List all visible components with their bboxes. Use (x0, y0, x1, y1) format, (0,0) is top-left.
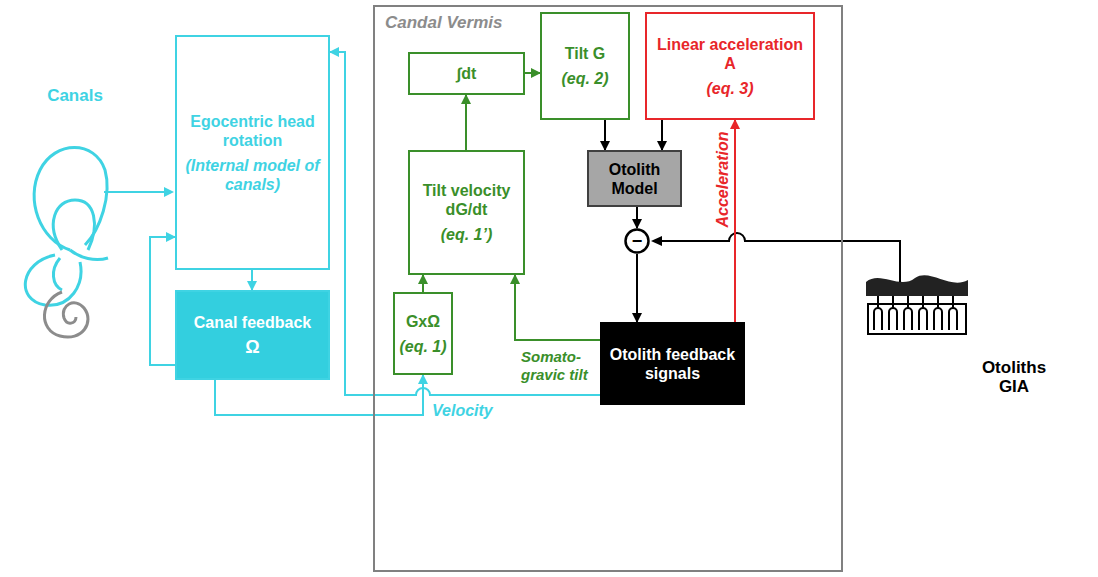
connector (734, 120, 736, 322)
otolith-model-box: Otolith Model (587, 150, 682, 207)
connector (251, 270, 253, 290)
node-text: Otolith feedback signals (606, 345, 739, 383)
connector (636, 207, 638, 228)
cross-product-box: GxΩ (eq. 1) (393, 292, 453, 375)
vermis-region: Candal Vermis ∫dt Tilt G (eq. 2) Linear acce… (373, 5, 843, 572)
subtract-circle: − (624, 228, 650, 254)
otolith-afferent-line (654, 233, 900, 282)
connector (465, 95, 467, 150)
node-text: Canal feedback (194, 313, 311, 332)
node-text: ∫dt (457, 64, 476, 83)
arrowhead (164, 187, 174, 197)
canal-afferent-line (104, 191, 166, 193)
node-subtext: (eq. 1’) (441, 225, 493, 244)
otolith-feedback-box: Otolith feedback signals (600, 322, 745, 405)
signal-label: Somato-gravic tilt (521, 348, 599, 384)
node-text: Otolith Model (592, 160, 677, 198)
connector (661, 120, 663, 150)
acceleration-box: Linear acceleration A (eq. 3) (645, 12, 815, 120)
signal-label: Velocity (432, 401, 512, 420)
node-text: − (632, 232, 643, 250)
connector (515, 275, 600, 340)
hair-cell (934, 296, 942, 330)
otolith-illustration (866, 275, 968, 334)
hair-cell (904, 296, 912, 330)
connector (604, 120, 606, 150)
canals-illustration (25, 148, 108, 306)
node-text: GxΩ (406, 312, 440, 331)
hair-cell (949, 296, 957, 330)
signal-label: Acceleration (713, 130, 732, 230)
integrator-box: ∫dt (408, 52, 525, 95)
internal-model-box: Egocentric head rotation (Internal model … (175, 35, 330, 270)
connector (422, 275, 424, 292)
connector (150, 237, 175, 365)
node-text: Linear acceleration A (651, 35, 809, 73)
node-subtext: (Internal model of canals) (185, 156, 320, 194)
connector (636, 254, 638, 322)
hair-cell (874, 296, 882, 330)
node-subtext: Ω (245, 338, 259, 357)
organ-label: Canals (30, 86, 120, 105)
hair-cell (889, 296, 897, 330)
canal-feedback-box: Canal feedbackΩ (175, 290, 330, 380)
node-text: Tilt velocity dG/dt (414, 181, 519, 219)
node-text: Tilt G (565, 44, 606, 63)
hair-cell (919, 296, 927, 330)
cochlea-illustration (44, 292, 88, 337)
tilt-velocity-box: Tilt velocity dG/dt (eq. 1’) (408, 150, 525, 275)
node-subtext: (eq. 3) (706, 79, 753, 98)
node-text: Egocentric head rotation (185, 112, 320, 150)
organ-label: Otoliths GIA (968, 358, 1060, 396)
arrowhead (651, 236, 662, 246)
node-text: Candal Vermis (385, 13, 502, 32)
node-subtext: (eq. 2) (561, 69, 608, 88)
tilt-box: Tilt G (eq. 2) (540, 12, 630, 120)
connector (525, 72, 540, 74)
node-subtext: (eq. 1) (399, 337, 446, 356)
